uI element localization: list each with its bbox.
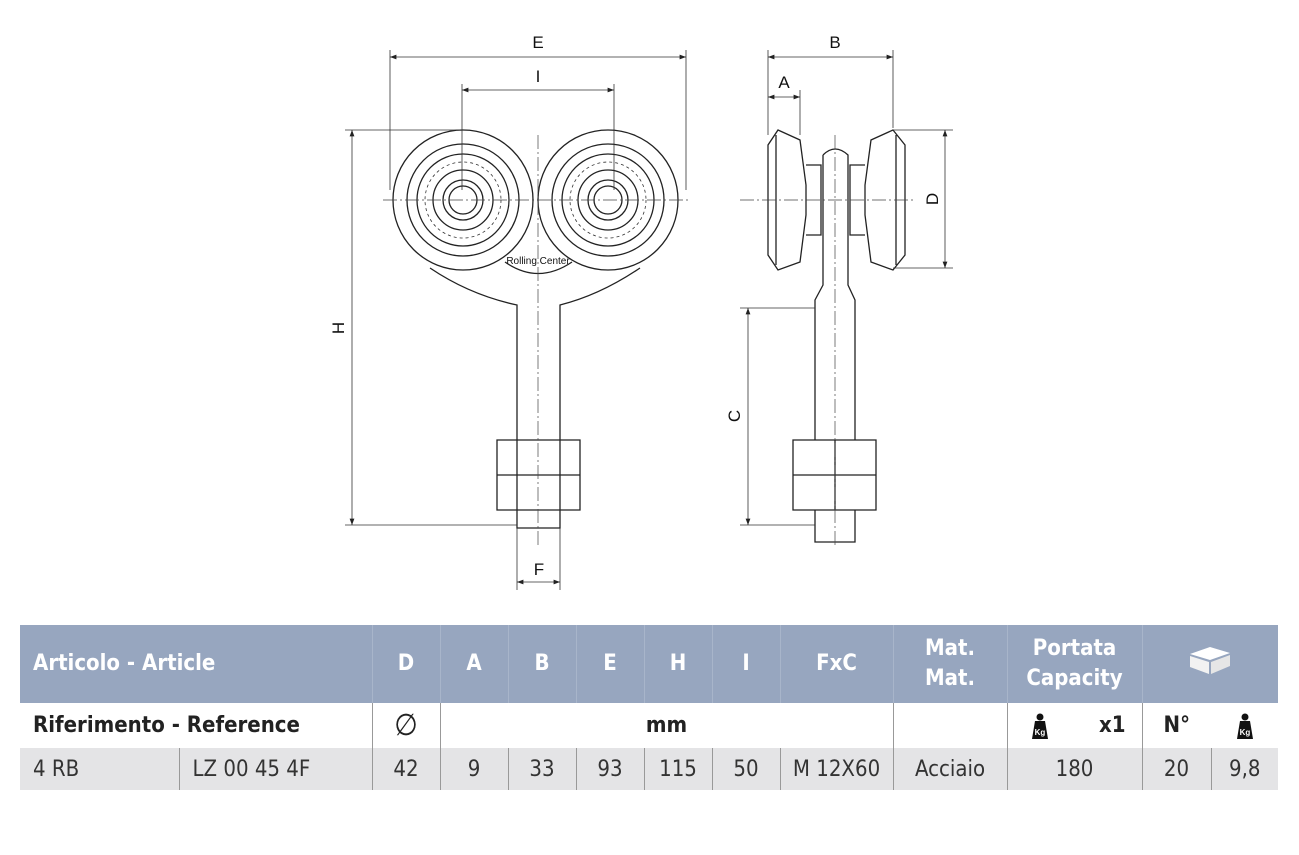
dim-d-label: D <box>923 193 942 205</box>
dim-h-label: H <box>329 322 348 334</box>
weight-unit-cell: Kg <box>1211 703 1279 748</box>
cell-h: 115 <box>643 748 713 790</box>
svg-text:Kg: Kg <box>1034 728 1045 737</box>
material-unit-cell <box>892 703 1008 748</box>
table-header-row: Articolo - Article D A B E H I FxC Mat.M… <box>20 625 1279 703</box>
specification-table: Articolo - Article D A B E H I FxC Mat.M… <box>20 625 1279 790</box>
technical-drawing: Rolling Center E I H F B A D <box>329 33 953 590</box>
header-b: B <box>507 625 577 703</box>
capacity-unit-cell: Kg x1 <box>1006 703 1143 748</box>
header-a: A <box>439 625 509 703</box>
dim-c-label: C <box>725 410 744 422</box>
header-i: I <box>711 625 781 703</box>
kg-weight-icon: Kg <box>1031 713 1048 739</box>
pieces-label: N° <box>1141 703 1212 748</box>
cell-a: 9 <box>439 748 509 790</box>
dim-a-label: A <box>778 73 790 92</box>
header-package <box>1141 625 1279 703</box>
material-label-it: Mat. <box>924 636 976 662</box>
dim-f-label: F <box>534 560 544 579</box>
table-row: 4 RB LZ 00 45 4F 42 9 33 93 115 50 M 12X… <box>20 748 1279 790</box>
dim-e-label: E <box>532 33 543 52</box>
capacity-multiplier: x1 <box>1098 713 1126 738</box>
svg-text:Kg: Kg <box>1239 728 1250 737</box>
header-article: Articolo - Article <box>20 625 373 703</box>
cell-capacity: 180 <box>1006 748 1143 790</box>
dim-i-label: I <box>536 67 541 86</box>
header-h: H <box>643 625 713 703</box>
capacity-label-it: Portata <box>1032 636 1117 662</box>
dim-b-label: B <box>829 33 840 52</box>
header-d: D <box>371 625 441 703</box>
table-reference-row: Riferimento - Reference ∅ mm Kg x1 N° Kg <box>20 703 1279 748</box>
rolling-center-text: Rolling Center <box>506 256 570 267</box>
material-label-en: Mat. <box>924 666 976 691</box>
cell-reference: LZ 00 45 4F <box>178 748 373 790</box>
header-e: E <box>575 625 645 703</box>
header-material: Mat. Mat. <box>892 625 1008 703</box>
unit-label: mm <box>439 703 894 748</box>
box-icon <box>1190 646 1231 674</box>
cell-b: 33 <box>507 748 577 790</box>
kg-weight-icon: Kg <box>1236 713 1253 739</box>
cell-fxc: M 12X60 <box>779 748 894 790</box>
header-fxc: FxC <box>779 625 894 703</box>
front-view: Rolling Center E I H F <box>329 33 688 590</box>
diameter-symbol: ∅ <box>371 703 441 748</box>
cell-material: Acciaio <box>892 748 1008 790</box>
capacity-label-en: Capacity <box>1026 666 1123 691</box>
side-view: B A D C <box>725 33 953 548</box>
cell-d: 42 <box>371 748 441 790</box>
cell-e: 93 <box>575 748 645 790</box>
cell-article: 4 RB <box>20 748 179 790</box>
cell-i: 50 <box>711 748 781 790</box>
cell-weight: 9,8 <box>1210 748 1279 790</box>
reference-label: Riferimento - Reference <box>20 703 373 748</box>
cell-pieces: 20 <box>1141 748 1212 790</box>
